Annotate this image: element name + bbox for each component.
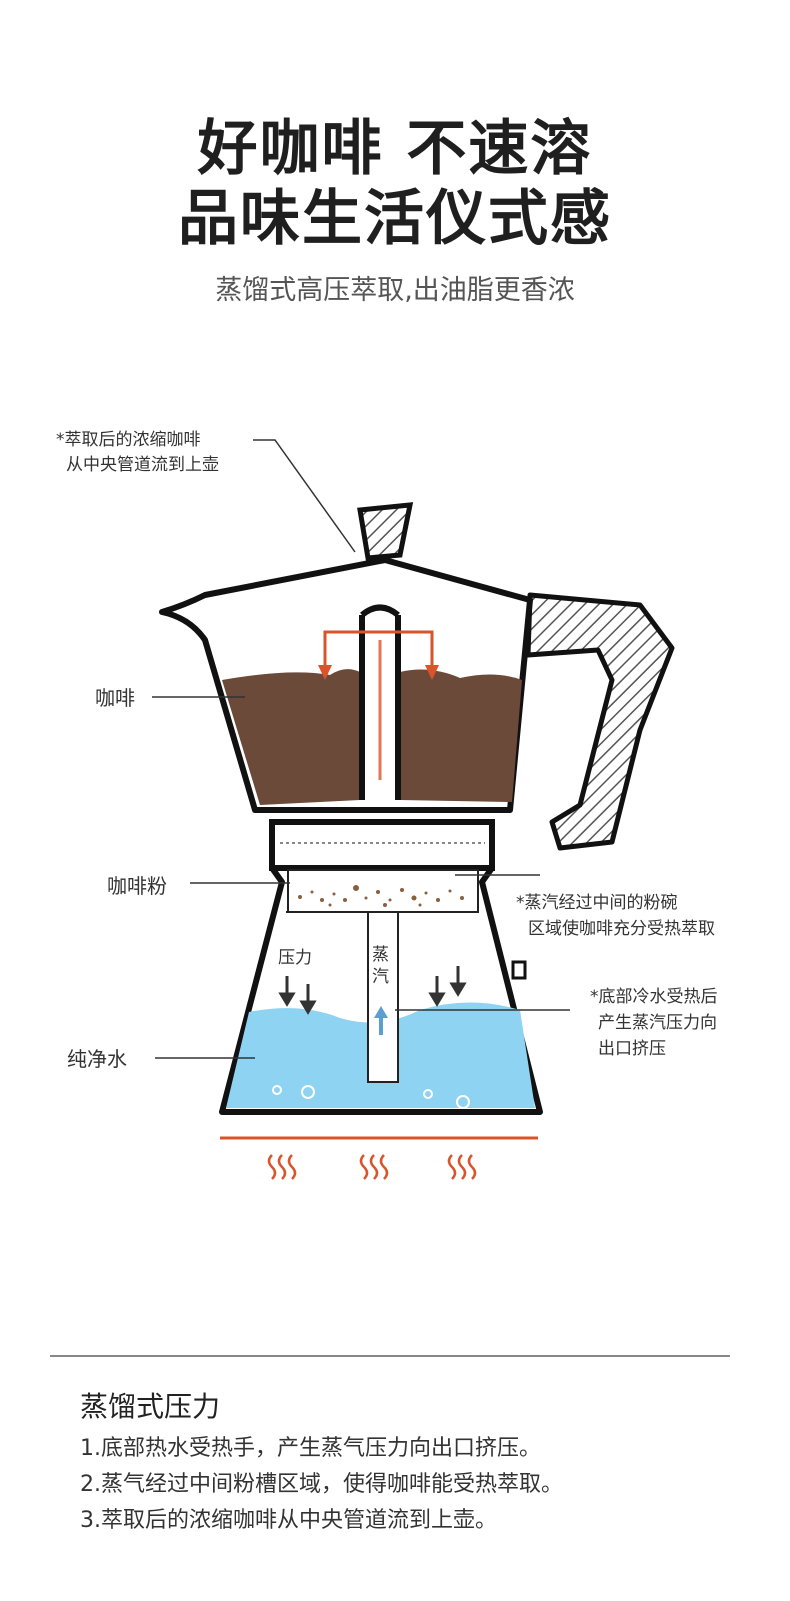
leader-lines xyxy=(152,439,570,1059)
top-note-line-2: 从中央管道流到上壶 xyxy=(66,455,219,475)
coffee-fill-right xyxy=(400,669,522,802)
handle xyxy=(525,592,675,851)
safety-valve xyxy=(511,960,527,980)
top-note-line-1: *萃取后的浓缩咖啡 xyxy=(56,430,201,450)
lid-knob xyxy=(357,502,414,561)
steam-note-line-2: 区域使咖啡充分受热萃取 xyxy=(528,918,715,939)
central-tube xyxy=(359,615,401,800)
powder-label: 咖啡粉 xyxy=(107,874,167,898)
title-line-1: 好咖啡 不速溶 xyxy=(197,114,593,184)
title-line-2: 品味生活仪式感 xyxy=(178,184,612,254)
bottom-note-line-3: 出口挤压 xyxy=(598,1039,666,1059)
section-title: 蒸馏式压力 xyxy=(80,1390,221,1423)
bottom-note-line-2: 产生蒸汽压力向 xyxy=(598,1013,717,1033)
section-divider xyxy=(50,1355,730,1357)
steam-note-line-1: *蒸汽经过中间的粉碗 xyxy=(516,893,678,913)
coffee-label: 咖啡 xyxy=(95,686,135,710)
arrow-head-right xyxy=(425,665,439,680)
arrow-head-left xyxy=(318,665,332,680)
filter-ring xyxy=(269,819,495,871)
moka-pot-diagram: *萃取后的浓缩咖啡 从中央管道流到上壶 咖啡 咖啡粉 纯净水 *蒸汽经过中间的粉… xyxy=(56,430,718,1180)
pressure-label: 压力 xyxy=(278,948,312,968)
tube-cap xyxy=(360,604,400,618)
pressure-arrows xyxy=(278,966,467,1015)
water-label: 纯净水 xyxy=(67,1047,127,1071)
steam-char-2: 汽 xyxy=(372,967,389,987)
step-2: 2.蒸气经过中间粉槽区域，使得咖啡能受热萃取。 xyxy=(80,1472,563,1497)
step-3: 3.萃取后的浓缩咖啡从中央管道流到上壶。 xyxy=(80,1508,497,1533)
coffee-flow-arrows xyxy=(323,630,434,672)
step-1: 1.底部热水受热手，产生蒸气压力向出口挤压。 xyxy=(80,1436,541,1461)
coffee-fill xyxy=(222,669,360,805)
heat-waves-icon xyxy=(267,1154,477,1180)
bottom-note-line-1: *底部冷水受热后 xyxy=(590,987,718,1007)
steam-arrow-head xyxy=(374,1006,388,1018)
steam-char-1: 蒸 xyxy=(372,945,389,965)
subtitle: 蒸馏式高压萃取,出油脂更香浓 xyxy=(215,275,575,306)
water-bubbles xyxy=(272,1085,470,1109)
coffee-powder xyxy=(298,885,464,907)
